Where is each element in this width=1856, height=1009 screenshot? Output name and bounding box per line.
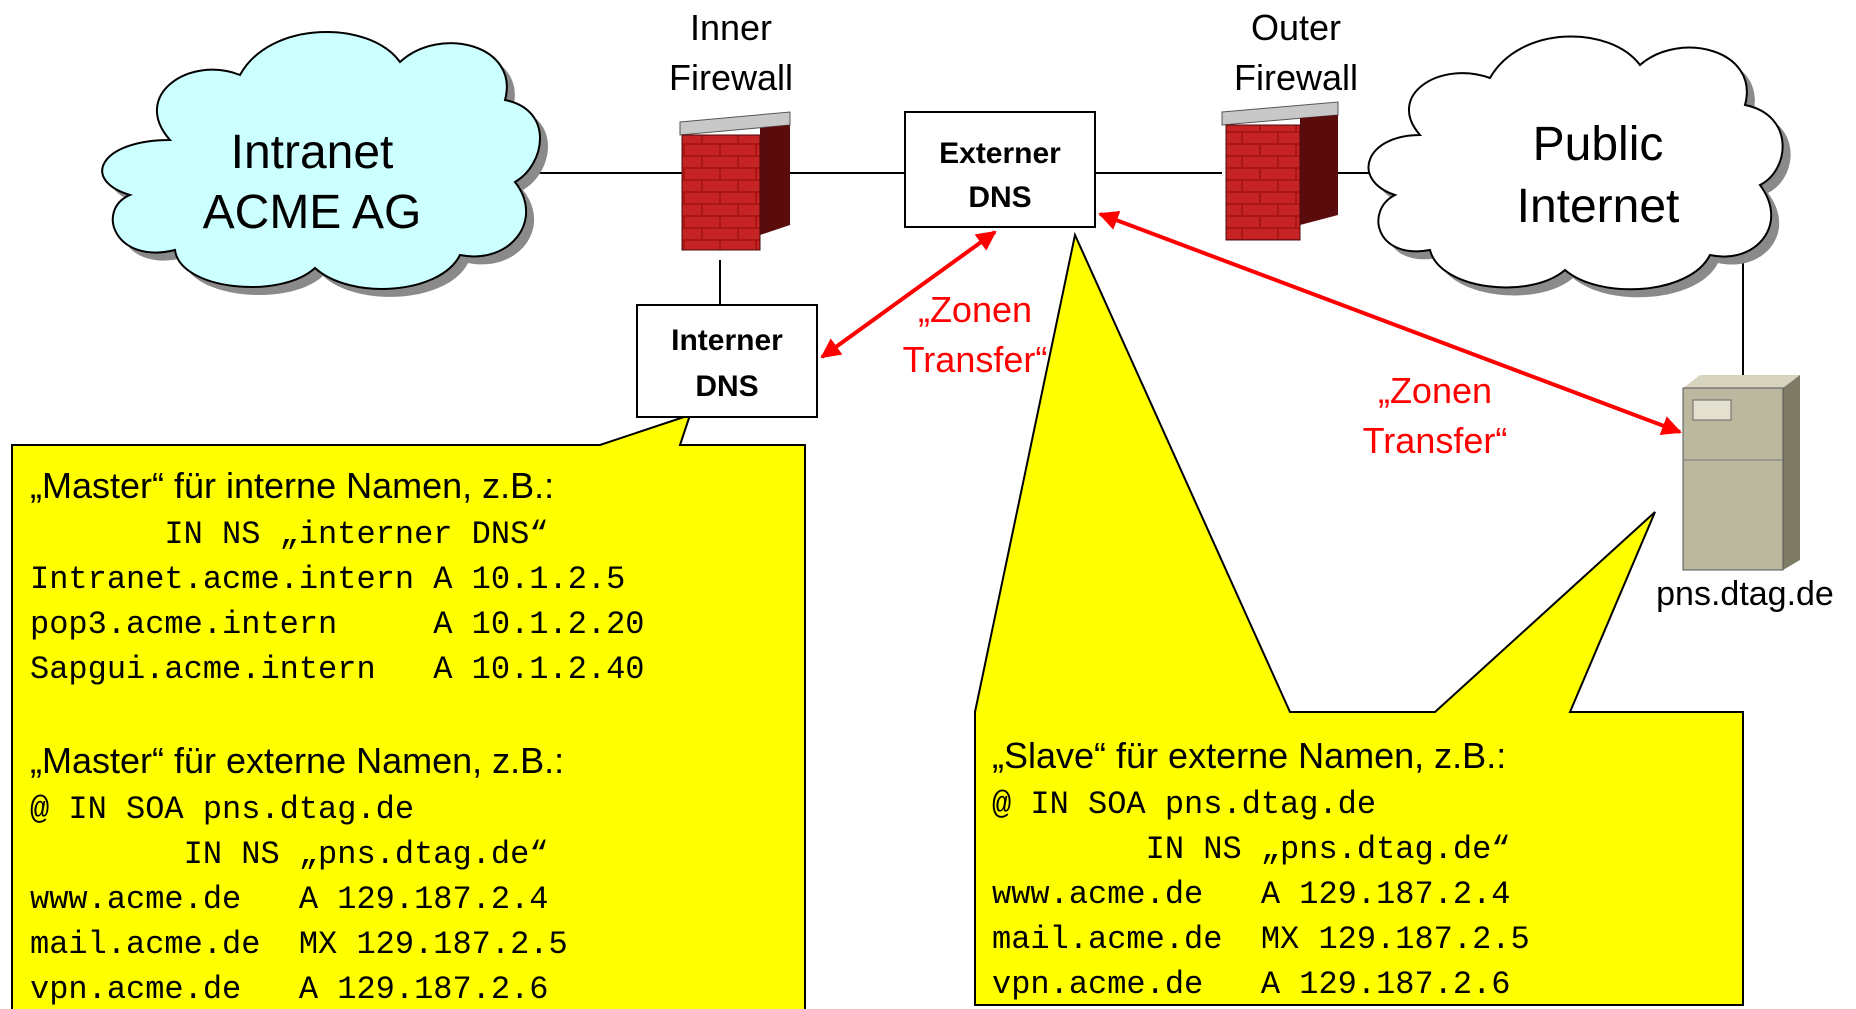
slave-callout: „Slave“ für externe Namen, z.B.: @ IN SO…	[974, 231, 1744, 1006]
internet-cloud: Public Internet	[1367, 35, 1791, 298]
internal-dns-label-line2: DNS	[695, 370, 758, 403]
slave-callout-line: IN NS „pns.dtag.de“	[992, 831, 1510, 868]
zone-transfer-arrow-external	[1098, 210, 1682, 436]
slave-callout-heading: „Slave“ für externe Namen, z.B.:	[992, 735, 1506, 776]
zone-transfer-label-left-line1: „Zonen	[918, 289, 1032, 330]
master-callout-line: pop3.acme.intern A 10.1.2.20	[30, 606, 645, 643]
zone-transfer-label-left-line2: Transfer“	[903, 339, 1048, 380]
inner-firewall-label-line2: Firewall	[669, 57, 793, 98]
master-callout-line: mail.acme.de MX 129.187.2.5	[30, 926, 568, 963]
external-dns-label-line2: DNS	[968, 181, 1031, 214]
inner-firewall-wall	[681, 134, 761, 251]
internet-label-line2: Internet	[1517, 180, 1680, 233]
slave-callout-line: @ IN SOA pns.dtag.de	[992, 786, 1376, 823]
slave-callout-line: mail.acme.de MX 129.187.2.5	[992, 921, 1530, 958]
slave-callout-line: www.acme.de A 129.187.2.4	[992, 876, 1510, 913]
intranet-cloud: Intranet ACME AG	[101, 30, 548, 297]
inner-firewall-label-line1: Inner	[690, 7, 772, 48]
zone-transfer-label-right-line2: Transfer“	[1363, 420, 1508, 461]
outer-firewall-label-line1: Outer	[1251, 7, 1341, 48]
external-dns-label-line1: Externer	[939, 137, 1061, 170]
zone-transfer-label-right-line1: „Zonen	[1378, 370, 1492, 411]
slave-callout-line: vpn.acme.de A 129.187.2.6	[992, 966, 1510, 1003]
server-label: pns.dtag.de	[1656, 575, 1834, 613]
master-callout-line: IN NS „pns.dtag.de“	[30, 836, 548, 873]
master-callout-line: IN NS „interner DNS“	[30, 516, 548, 553]
outer-firewall: Outer Firewall	[1221, 7, 1358, 241]
external-dns-box: Externer DNS	[904, 111, 1096, 228]
intranet-label-line2: ACME AG	[203, 186, 422, 239]
master-callout: „Master“ für interne Namen, z.B.: IN NS …	[11, 413, 806, 1009]
master-callout-line: Intranet.acme.intern A 10.1.2.5	[30, 561, 625, 598]
master-callout-heading-external: „Master“ für externe Namen, z.B.:	[30, 740, 564, 781]
zone-transfer-arrows	[820, 210, 1682, 436]
master-callout-line: Sapgui.acme.intern A 10.1.2.40	[30, 651, 645, 688]
internet-label-line1: Public	[1533, 118, 1664, 171]
intranet-label-line1: Intranet	[231, 126, 394, 179]
internal-dns-label-line1: Interner	[671, 324, 783, 357]
master-callout-line: @ IN SOA pns.dtag.de	[30, 791, 414, 828]
intranet-cloud-shape	[101, 30, 541, 290]
inner-firewall: Inner Firewall	[669, 7, 793, 251]
master-callout-heading-internal: „Master“ für interne Namen, z.B.:	[30, 465, 554, 506]
internal-dns-box: Interner DNS	[636, 304, 818, 418]
zone-transfer-arrow-internal	[820, 230, 997, 359]
master-callout-line: www.acme.de A 129.187.2.4	[30, 881, 548, 918]
outer-firewall-wall	[1225, 124, 1301, 241]
master-callout-line: vpn.acme.de A 129.187.2.6	[30, 971, 548, 1008]
outer-firewall-label-line2: Firewall	[1234, 57, 1358, 98]
server-tower-icon: pns.dtag.de	[1656, 375, 1834, 613]
